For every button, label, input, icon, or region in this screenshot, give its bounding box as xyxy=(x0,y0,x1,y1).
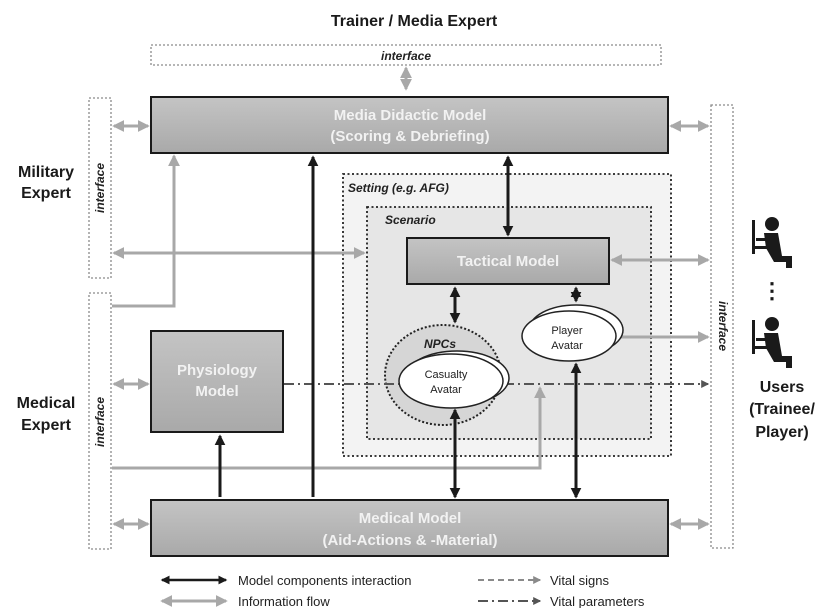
physiology-model-title-line2: Model xyxy=(195,383,238,400)
top-interface-label: interface xyxy=(381,49,431,63)
military-expert-label-line1: Military xyxy=(18,164,74,181)
media-didactic-model-title: Media Didactic Model xyxy=(334,107,487,124)
legend-model-interaction-label: Model components interaction xyxy=(238,573,411,588)
legend: Model components interaction Information… xyxy=(160,573,645,608)
left-upper-interface-box xyxy=(88,97,112,279)
medical-model-title: Medical Model xyxy=(359,510,462,527)
medical-expert-label-line2: Expert xyxy=(21,417,71,434)
player-avatar: Player Avatar xyxy=(521,304,624,362)
scenario-label: Scenario xyxy=(385,213,436,227)
legend-vital-parameters-label: Vital parameters xyxy=(550,594,645,608)
medical-model-subtitle: (Aid-Actions & -Material) xyxy=(322,532,497,549)
right-interface-label: interface xyxy=(716,301,730,351)
media-didactic-model-box xyxy=(150,96,669,154)
player-avatar-label-line2: Avatar xyxy=(551,340,583,352)
left-lower-interface-label: interface xyxy=(93,397,107,447)
casualty-avatar: Casualty Avatar xyxy=(398,350,510,409)
user-at-computer-icon xyxy=(752,317,792,368)
legend-information-flow-label: Information flow xyxy=(238,594,330,608)
right-interface-box xyxy=(710,104,734,549)
users-ellipsis: ⋮ xyxy=(761,278,783,303)
physiology-model-box xyxy=(150,330,284,433)
player-avatar-label-line1: Player xyxy=(551,325,583,337)
left-upper-interface-label: interface xyxy=(93,163,107,213)
users-label-line3: Player) xyxy=(755,424,808,441)
users-label-line2: (Trainee/ xyxy=(749,401,815,418)
medical-model-box xyxy=(150,499,669,557)
tactical-model-title: Tactical Model xyxy=(457,253,559,270)
legend-vital-signs-label: Vital signs xyxy=(550,573,610,588)
information-flow-arrows xyxy=(112,66,710,530)
casualty-avatar-label-line1: Casualty xyxy=(425,369,468,381)
top-interface-box xyxy=(150,44,662,66)
media-didactic-model-subtitle: (Scoring & Debriefing) xyxy=(330,128,489,145)
npcs-label: NPCs xyxy=(424,337,456,351)
physiology-model-title-line1: Physiology xyxy=(177,362,258,379)
trainer-media-expert-label: Trainer / Media Expert xyxy=(331,13,498,30)
military-expert-label-line2: Expert xyxy=(21,185,71,202)
setting-label: Setting (e.g. AFG) xyxy=(348,181,449,195)
medical-expert-label-line1: Medical xyxy=(17,395,76,412)
users-label-line1: Users xyxy=(760,379,805,396)
user-at-computer-icon xyxy=(752,217,792,268)
left-lower-interface-box xyxy=(88,292,112,550)
model-interaction-arrows xyxy=(214,155,582,499)
tactical-model-box xyxy=(406,237,610,285)
casualty-avatar-label-line2: Avatar xyxy=(430,384,462,396)
